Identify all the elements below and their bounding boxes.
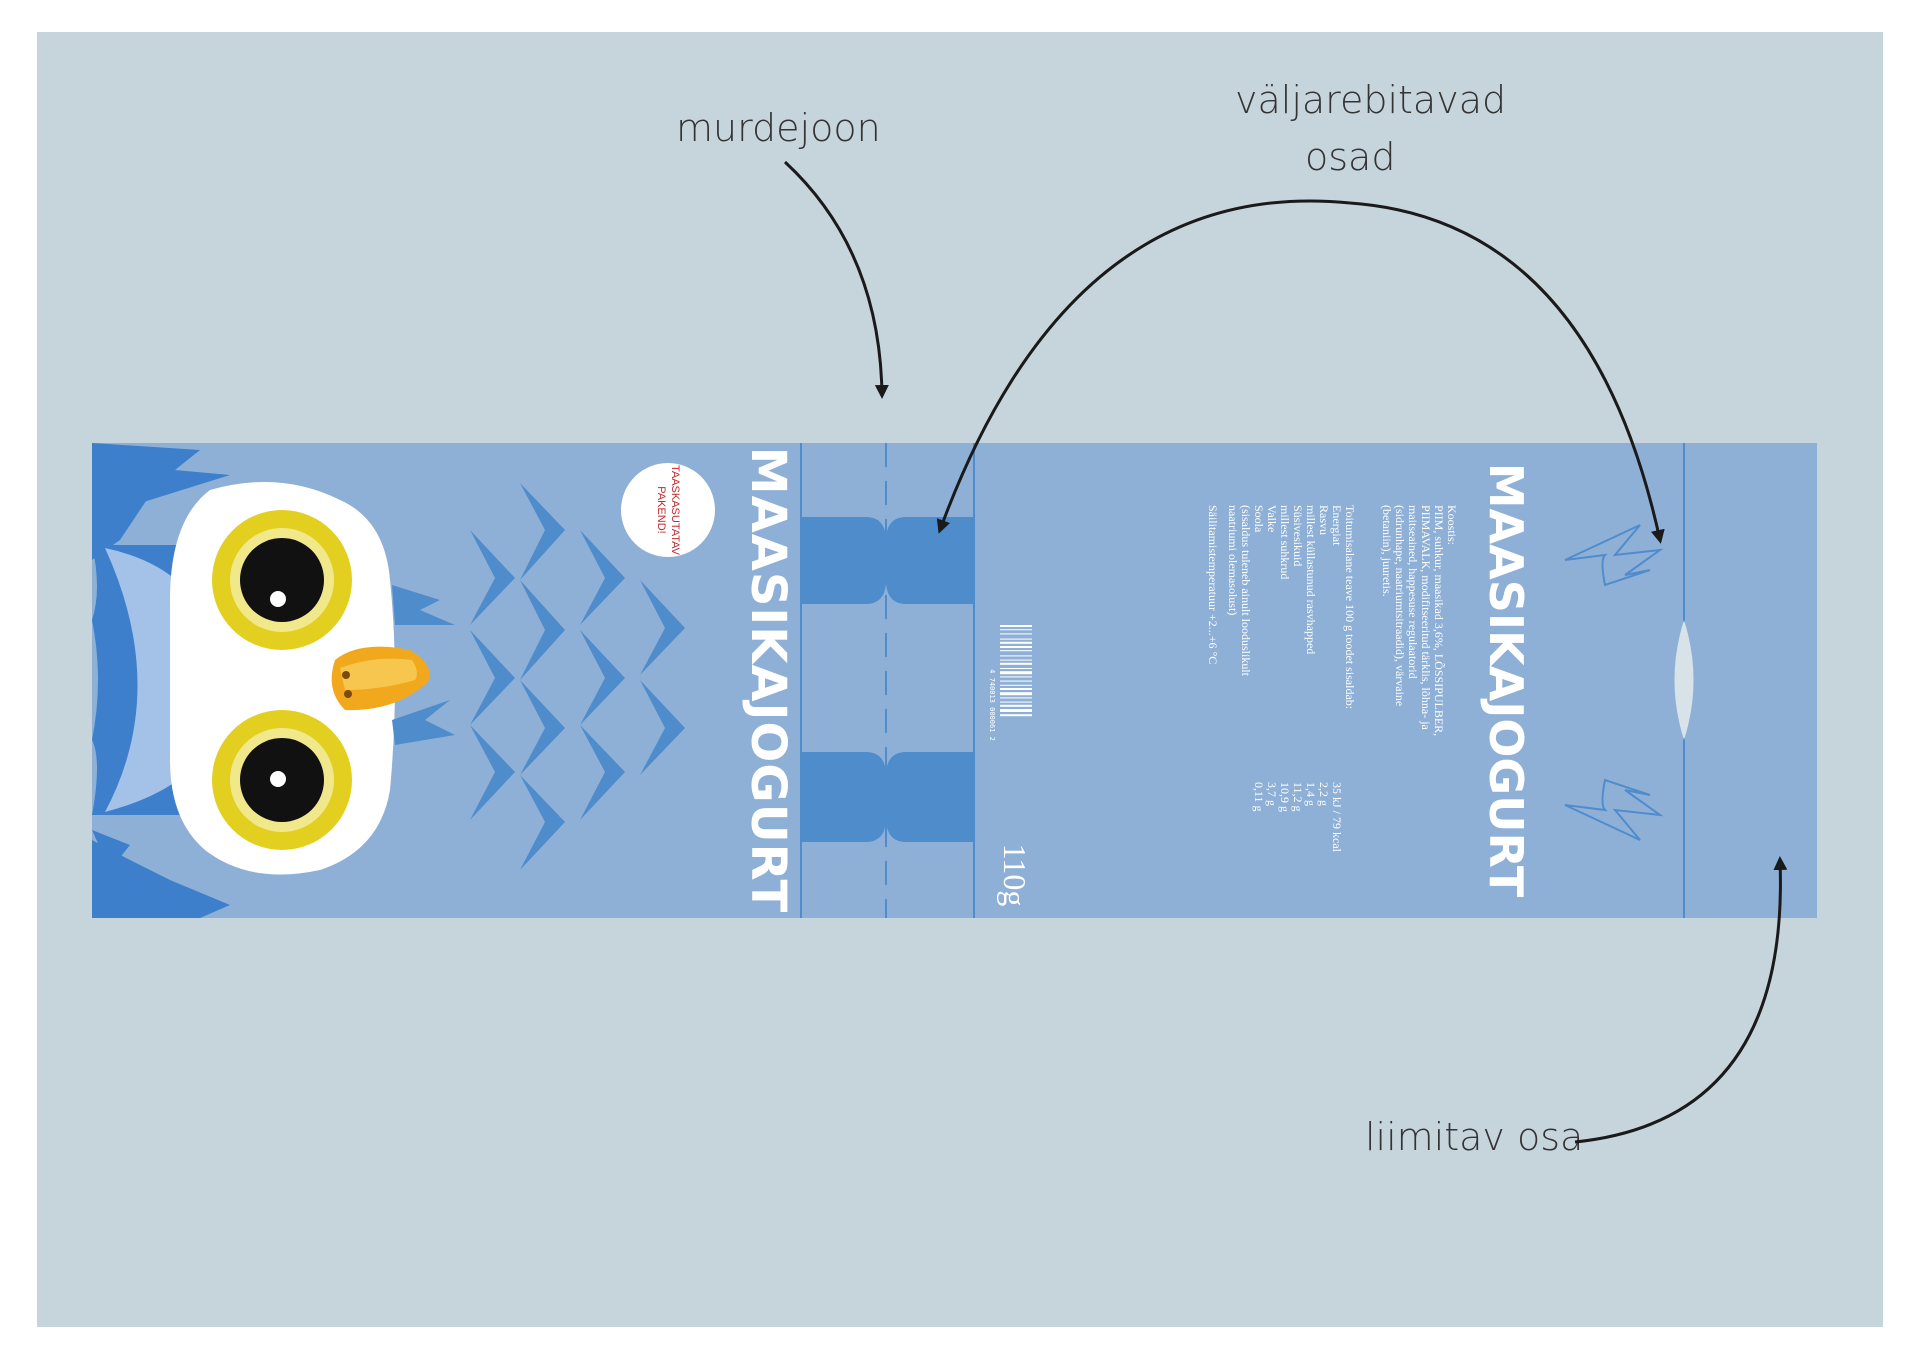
badge-text-line1: TAASKASUTATAV [669,465,681,556]
tear-off-tab-top [801,517,974,604]
label-fold-line: murdejoon [676,106,881,150]
nutrition-value: 2,2 g [1317,782,1331,806]
nutrition-block: Toitumisalane teave 100 g toodet sisalda… [1206,505,1357,853]
chevron-pattern [470,483,685,870]
nutrition-value: 1,4 g [1304,782,1318,806]
barcode-bar [1000,680,1032,682]
arrow-tear-off-right [1349,201,1665,544]
nutrition-value: 3,7 g [1265,782,1279,806]
nutrition-heading: Toitumisalane teave 100 g toodet sisalda… [1343,505,1357,709]
barcode-bar [1000,697,1032,699]
barcode-bar [1000,709,1032,712]
barcode-bar [1000,714,1032,717]
owl-eye-bottom [212,710,352,850]
ingredients-line: PIIM, suhkur, maasikad 3,6%, LÕSSIPULBER… [1432,505,1446,736]
ingredients-line: maitseained, happesuse regulaatorid [1406,505,1420,679]
owl-feathers-bottom [92,830,230,918]
barcode-bar [1000,662,1032,665]
handle-slot [1674,620,1694,740]
barcode-number: 4 740013 000061 2 [988,669,996,741]
arrow-tear-off-left [936,199,1351,534]
barcode-bar [1000,692,1032,696]
nutrition-label: (sisaldus tuleneb ainult looduslikult [1239,505,1253,677]
arrow-fold-line [783,160,889,399]
barcode-bar [1000,659,1032,661]
annotation-tear-off: väljarebitavad osad [936,78,1665,544]
barcode-bar [1000,688,1032,690]
nutrition-label: millest küllastunud rasvhapped [1304,505,1318,654]
ingredients-line: (betaniin), juuretis. [1380,505,1394,597]
barcode-bar [1000,668,1032,669]
nutrition-value: 0,11 g [1252,782,1266,812]
barcode-bar [1000,638,1032,640]
recycle-badge: TAASKASUTATAV PAKEND! [621,463,715,557]
storage-text: Säilitamistemperatuur +2...+6 °C [1206,505,1220,664]
weight-label: 110g [997,844,1033,907]
label-tear-off-line2: osad [1305,135,1395,179]
barcode-bar [1000,650,1032,652]
nutrition-value: 11,2 g [1291,782,1305,812]
nutrition-label: Süsivesikuid [1291,505,1305,566]
nutrition-label: Soola [1252,505,1266,533]
barcode-bar [1000,671,1032,675]
nutrition-label: millest suhkrud [1278,505,1292,579]
nutrition-value: 35 kJ / 79 kcal [1330,782,1344,853]
tear-off-tab-bottom [801,752,974,842]
barcode-bar [1000,684,1032,686]
back-feather-outlines [1564,524,1664,841]
barcode-bar [1000,629,1032,631]
nutrition-label: Valke [1265,505,1279,532]
label-glued-part: liimitav osa [1365,1115,1583,1159]
package-dieline: TAASKASUTATAV PAKEND! MAASIKAJOGURT 4 74… [92,443,1817,918]
nutrition-value: 10,9 g [1278,782,1292,812]
barcode-bar [1000,701,1032,703]
barcode-bar [1000,646,1032,648]
barcode [997,622,1035,722]
barcode-bar [1000,633,1032,635]
owl-illustration [92,443,455,918]
barcode-bar [1000,625,1032,627]
owl-eye-top [212,510,352,650]
ingredients-line: (sidrunhape, naatriumtsitraadid), värvai… [1393,505,1407,706]
owl-cheek-feathers [392,585,455,745]
brand-front: MAASIKAJOGURT [740,447,796,913]
annotation-fold-line: murdejoon [676,106,889,399]
barcode-bar [1000,641,1032,644]
barcode-bar [1000,704,1032,707]
badge-text-line2: PAKEND! [655,486,667,533]
nutrition-label: Energiat [1330,505,1344,546]
arrow-glued-part [1574,856,1788,1144]
barcode-bar [1000,655,1032,657]
nutrition-label: Rasvu [1317,505,1331,535]
ingredients-heading: Koostis: [1445,505,1459,545]
owl-beak [331,646,430,711]
annotation-glued-part: liimitav osa [1365,856,1788,1159]
barcode-bar [1000,676,1032,678]
ingredients-line: PIIMAVALK, modifitseeritud tärklis, lõhn… [1419,505,1433,731]
brand-back: MAASIKAJOGURT [1479,463,1533,898]
nutrition-label: naatriumi olemasolust) [1226,505,1240,615]
ingredients-block: Koostis:PIIM, suhkur, maasikad 3,6%, LÕS… [1380,505,1459,736]
owl-feathers-top [92,443,230,560]
label-tear-off-line1: väljarebitavad [1235,78,1506,122]
